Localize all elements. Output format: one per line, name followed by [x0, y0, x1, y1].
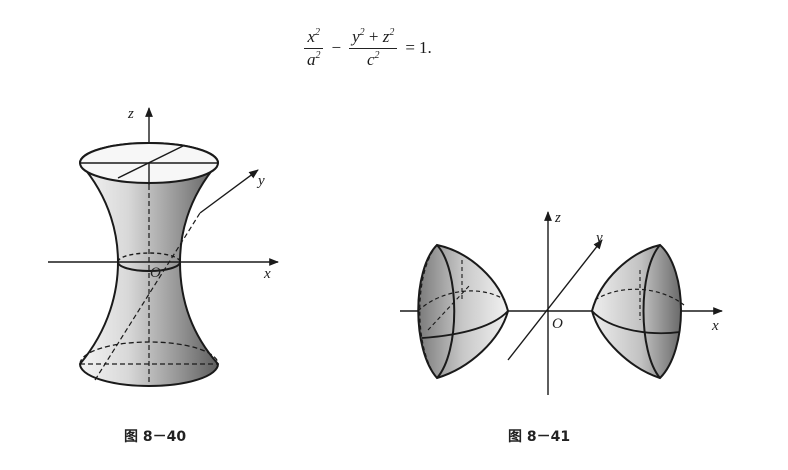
- term1-numerator-exponent: 2: [315, 26, 321, 38]
- y-axis-label-right: y: [594, 230, 603, 246]
- left-sheet-rim: [436, 244, 456, 379]
- y-axis-right: [507, 239, 603, 361]
- minus-sign: −: [331, 38, 342, 57]
- right-sheet-surface: [590, 243, 682, 380]
- origin-label-right: O: [552, 316, 563, 332]
- z-axis-label: z: [127, 106, 134, 122]
- origin-label: O: [150, 265, 161, 281]
- right-hand-side: 1.: [418, 38, 432, 57]
- term1-numerator: x: [307, 26, 316, 46]
- left-sheet-hidden-curve: [419, 244, 438, 379]
- term2-numerator-y-exponent: 2: [359, 26, 365, 38]
- top-diagonal-line: [117, 145, 184, 179]
- figure-caption-left: 图 8－40: [124, 429, 187, 445]
- fraction-yz-over-c: y2 + z2 c2: [349, 26, 398, 71]
- term1-denominator: a: [307, 49, 316, 69]
- figure-caption-right: 图 8－41: [508, 429, 571, 445]
- left-sheet-equator: [421, 310, 509, 339]
- hyperboloid-two-sheets-figure: z y x O: [400, 210, 723, 395]
- term2-denominator: c: [366, 49, 375, 69]
- fraction-x-over-a: x2 a2: [304, 26, 324, 71]
- right-sheet-equator-hidden: [594, 288, 685, 306]
- left-sheet-equator-hidden: [417, 290, 506, 312]
- term1-denominator-exponent: 2: [315, 49, 321, 61]
- hyperboloid-equation: x2 a2 − y2 + z2 c2 = 1.: [300, 18, 432, 78]
- term2-denominator-exponent: 2: [374, 49, 380, 61]
- term2-numerator-z-exponent: 2: [389, 26, 395, 38]
- right-sheet-equator: [591, 310, 681, 335]
- plus-sign: +: [368, 26, 379, 46]
- y-axis-label: y: [256, 173, 265, 189]
- waist-ellipse-front: [117, 261, 181, 272]
- hyperboloid-one-sheet-figure: z y x O: [48, 106, 279, 387]
- y-axis: [199, 169, 259, 214]
- hidden-y-axis-segment: [94, 212, 201, 381]
- term2-numerator-y: y: [352, 26, 360, 46]
- term2-numerator-z: z: [382, 26, 390, 46]
- left-sheet-diag-dashed: [427, 284, 471, 331]
- right-sheet-rim: [642, 244, 661, 379]
- left-sheet-surface: [417, 243, 510, 380]
- z-axis-label-right: z: [554, 210, 561, 226]
- equals-sign: =: [405, 38, 415, 57]
- x-axis-label-right: x: [711, 318, 719, 334]
- x-axis-label: x: [263, 266, 271, 282]
